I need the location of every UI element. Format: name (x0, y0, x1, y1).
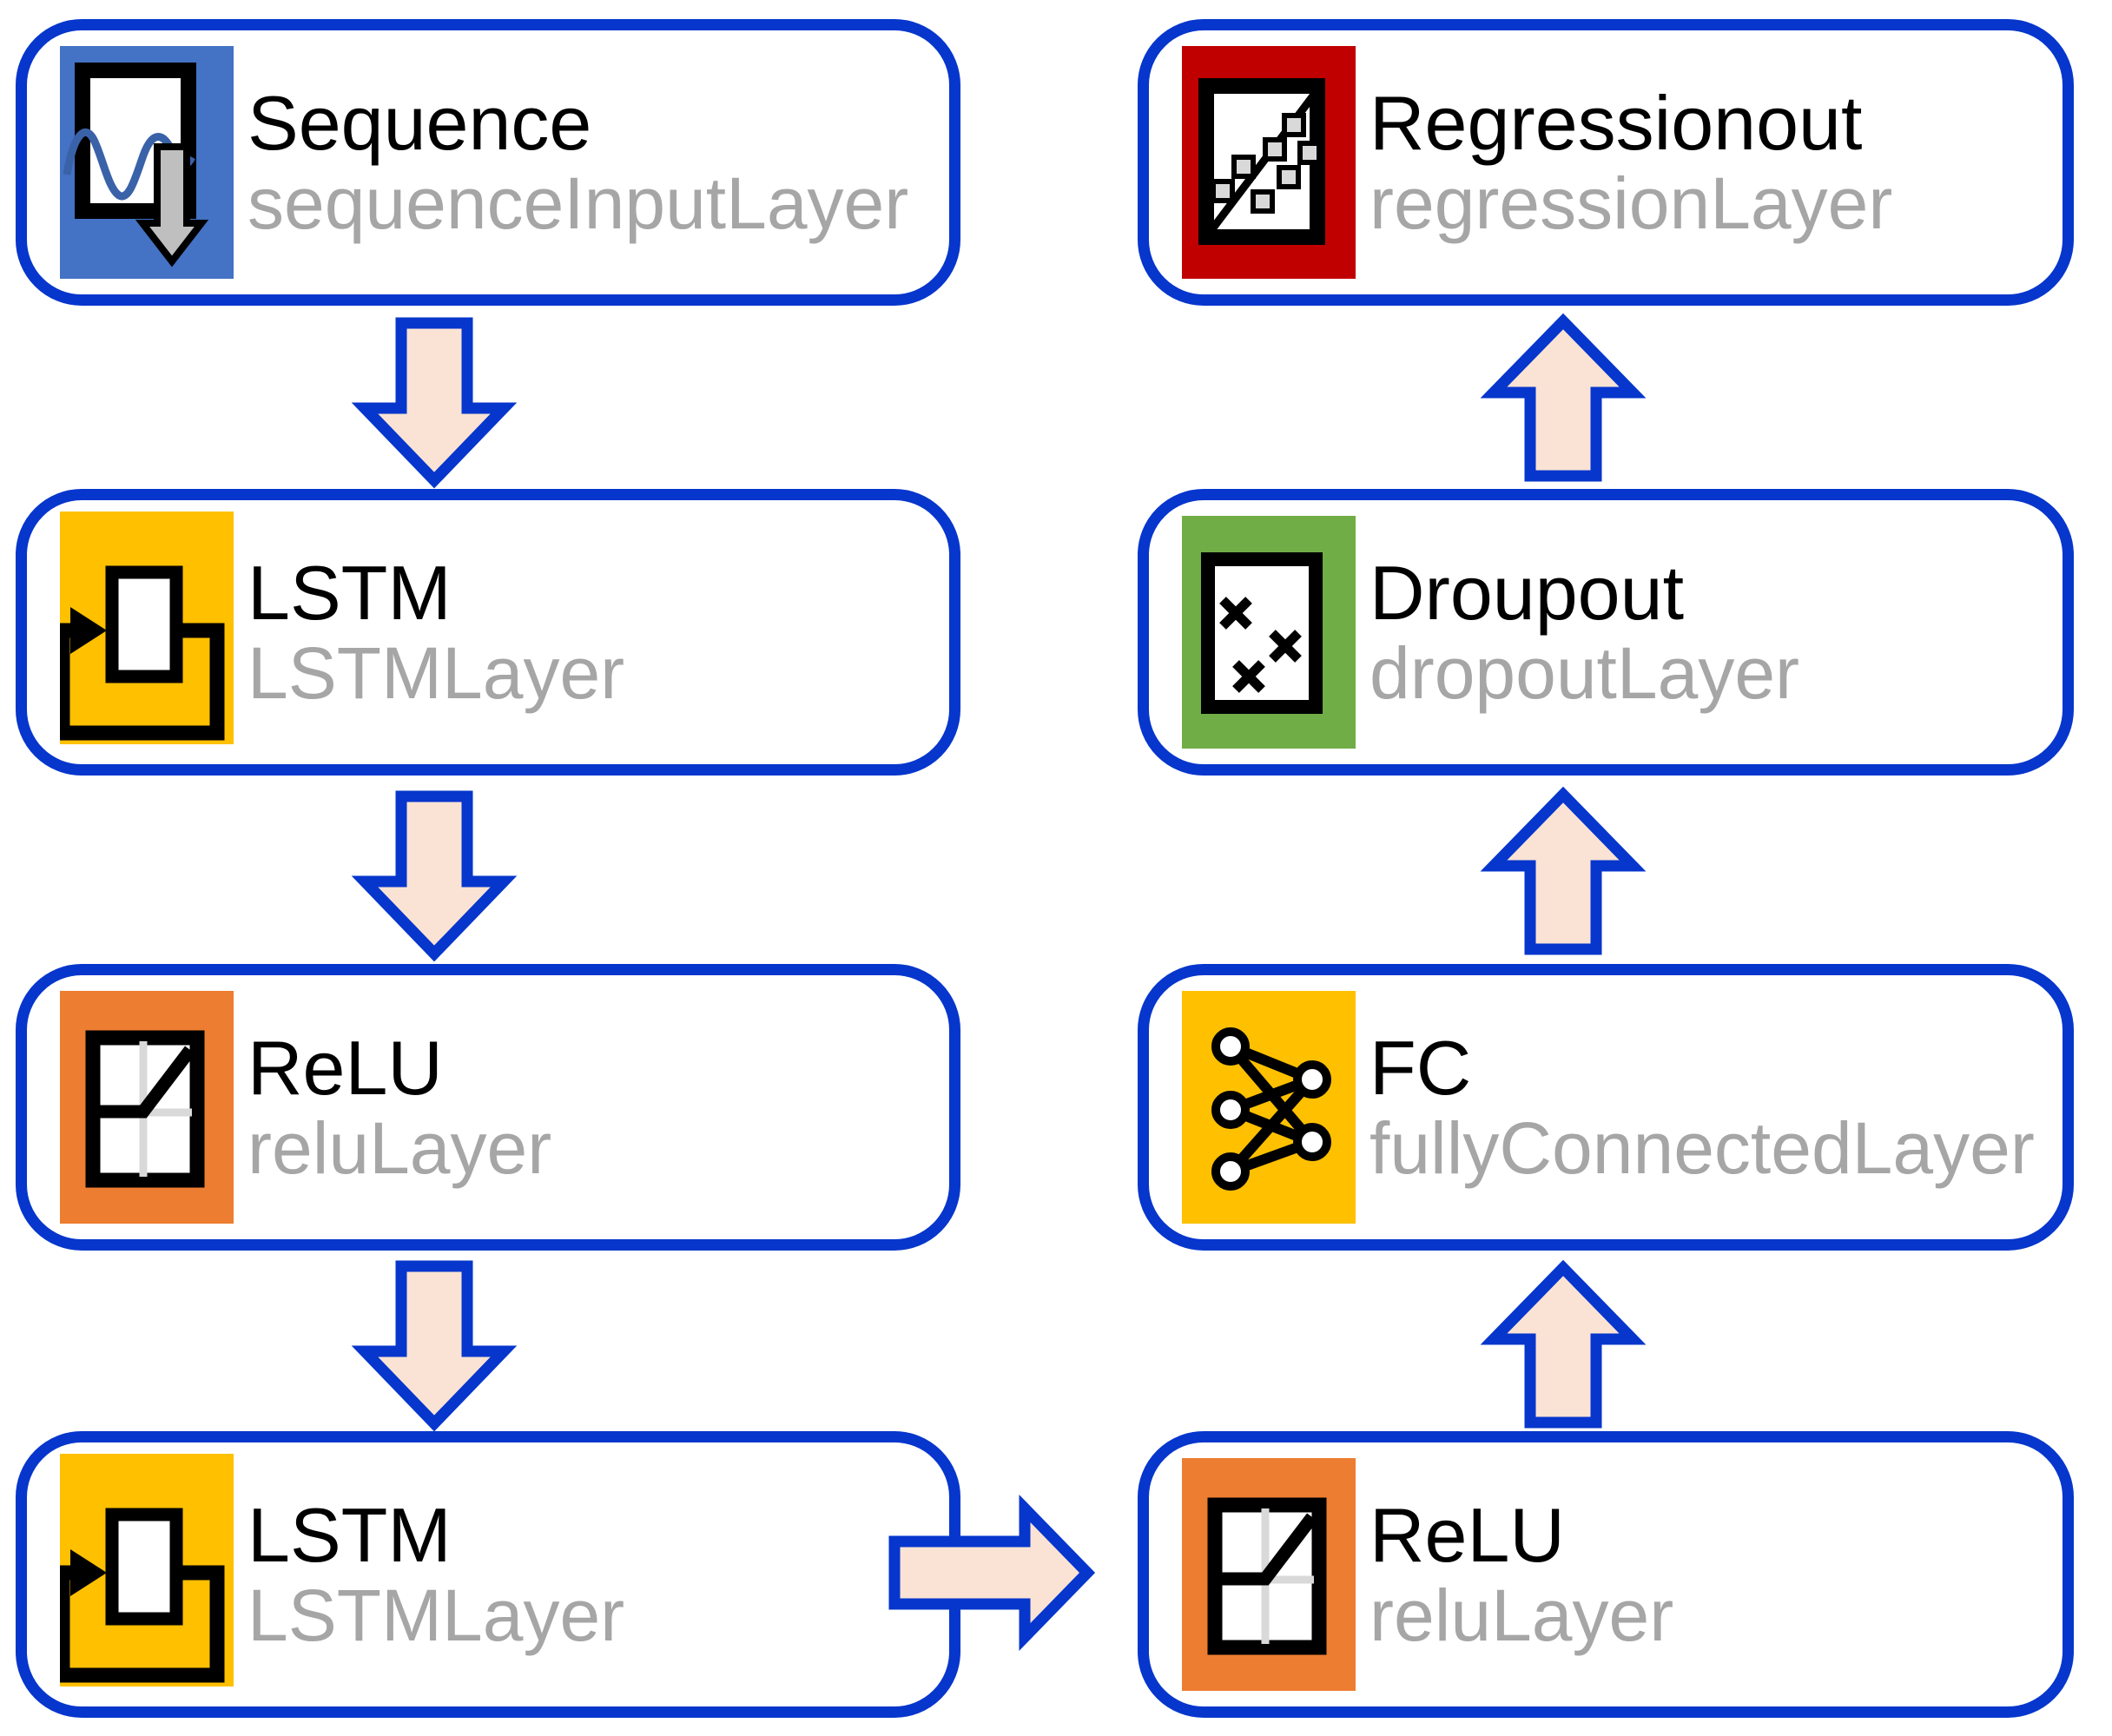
layer-subtitle: dropoutLayer (1370, 632, 1800, 715)
layer-title: Sequence (248, 80, 592, 167)
arrow-up-fc-to-dropout (1480, 786, 1647, 955)
sequence-input-icon (60, 46, 234, 279)
layer-subtitle: sequenceInputLayer (248, 162, 909, 245)
layer-title: LSTM (248, 550, 452, 637)
arrow-down-sequence-to-lstm (351, 317, 518, 489)
layer-card-sequence: Sequence sequenceInputLayer (16, 19, 960, 306)
layer-card-relu-2: ReLU reluLayer (1138, 1431, 2074, 1718)
layer-card-fc: FC fullyConnectedLayer (1138, 964, 2074, 1251)
layer-card-lstm-1: LSTM LSTMLayer (16, 489, 960, 776)
layer-title: LSTM (248, 1492, 452, 1579)
layer-title: Droupout (1370, 550, 1685, 637)
lstm-icon (60, 512, 234, 744)
lstm-icon (60, 1454, 234, 1686)
layer-card-lstm-2: LSTM LSTMLayer (16, 1431, 960, 1718)
relu-icon (60, 991, 234, 1224)
layer-subtitle: fullyConnectedLayer (1370, 1107, 2035, 1190)
layer-subtitle: reluLayer (1370, 1574, 1674, 1657)
layer-card-dropout: Droupout dropoutLayer (1138, 489, 2074, 776)
layer-subtitle: reluLayer (248, 1107, 552, 1190)
layer-subtitle: regressionLayer (1370, 162, 1893, 245)
layer-title: FC (1370, 1025, 1472, 1112)
layer-subtitle: LSTMLayer (248, 632, 625, 715)
layer-title: ReLU (1370, 1492, 1565, 1579)
fully-connected-icon (1182, 991, 1356, 1224)
layer-title: Regressionout (1370, 80, 1863, 167)
arrow-up-relu-to-fc (1480, 1259, 1647, 1429)
layer-card-regression: Regressionout regressionLayer (1138, 19, 2074, 306)
dropout-icon (1182, 516, 1356, 749)
relu-icon (1182, 1458, 1356, 1691)
arrow-down-relu-to-lstm (351, 1260, 518, 1432)
regression-icon (1182, 46, 1356, 279)
layer-title: ReLU (248, 1025, 443, 1112)
layer-card-relu-1: ReLU reluLayer (16, 964, 960, 1251)
arrow-down-lstm-to-relu (351, 790, 518, 962)
arrow-up-dropout-to-regression (1480, 313, 1647, 482)
layer-subtitle: LSTMLayer (248, 1574, 625, 1657)
